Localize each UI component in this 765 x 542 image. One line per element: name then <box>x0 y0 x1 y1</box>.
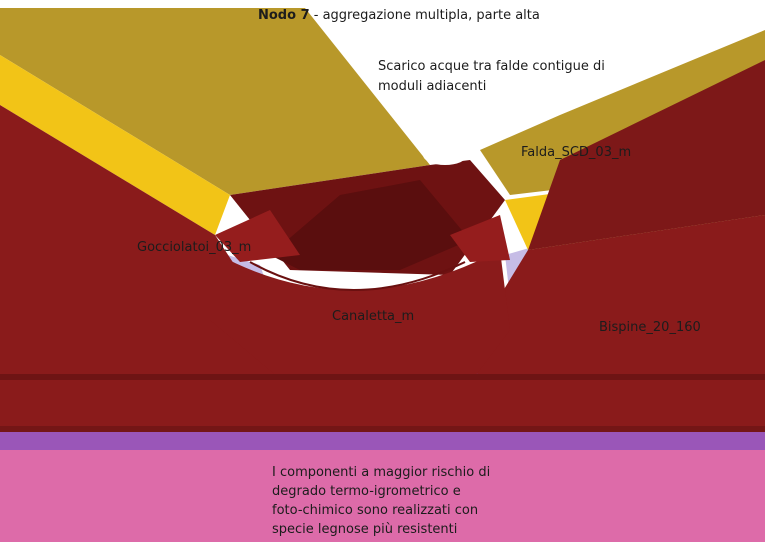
drainage-note: Scarico acque tra falde contigue di modu… <box>378 57 638 97</box>
falda-label: Falda_SCD_03_m <box>521 145 632 160</box>
title-rest: - aggregazione multipla, parte alta <box>309 8 540 23</box>
purple-strip <box>0 432 765 452</box>
materials-note: I componenti a maggior rischio di degrad… <box>272 463 532 539</box>
materials-note-line-1: I componenti a maggior rischio di <box>272 465 491 480</box>
horizontal-beam <box>0 374 765 432</box>
canaletta-label: Canaletta_m <box>332 309 415 324</box>
bispine-label: Bispine_20_160 <box>599 320 701 335</box>
gocciolatoio-right <box>450 215 510 262</box>
title-bold: Nodo 7 <box>258 8 310 23</box>
left-roof-falda-yellow <box>0 55 230 235</box>
materials-note-line-4: specie legnose più resistenti <box>272 522 458 537</box>
drain-outlet <box>423 145 467 165</box>
horizontal-beam-shade <box>0 374 765 380</box>
right-rafter-top <box>528 60 765 250</box>
drainage-note-line-2: moduli adiacenti <box>378 79 487 94</box>
gocciolatoio-left <box>215 210 300 262</box>
left-roof-falda-olive <box>0 8 430 195</box>
materials-note-line-3: foto-chimico sono realizzati con <box>272 503 479 518</box>
pink-base <box>0 450 765 542</box>
right-rafter-beam <box>470 215 765 385</box>
horizontal-beam-bottom <box>0 426 765 434</box>
canaletta-body <box>210 250 510 383</box>
valley-shadow <box>270 180 470 270</box>
canaletta-curve-edge <box>249 261 466 291</box>
gocciolatoi-label: Gocciolatoi_03_m <box>137 240 252 255</box>
drainage-note-line-1: Scarico acque tra falde contigue di <box>378 59 605 74</box>
materials-note-line-2: degrado termo-igrometrico e <box>272 484 461 499</box>
figure-title: Nodo 7 - aggregazione multipla, parte al… <box>258 8 540 23</box>
